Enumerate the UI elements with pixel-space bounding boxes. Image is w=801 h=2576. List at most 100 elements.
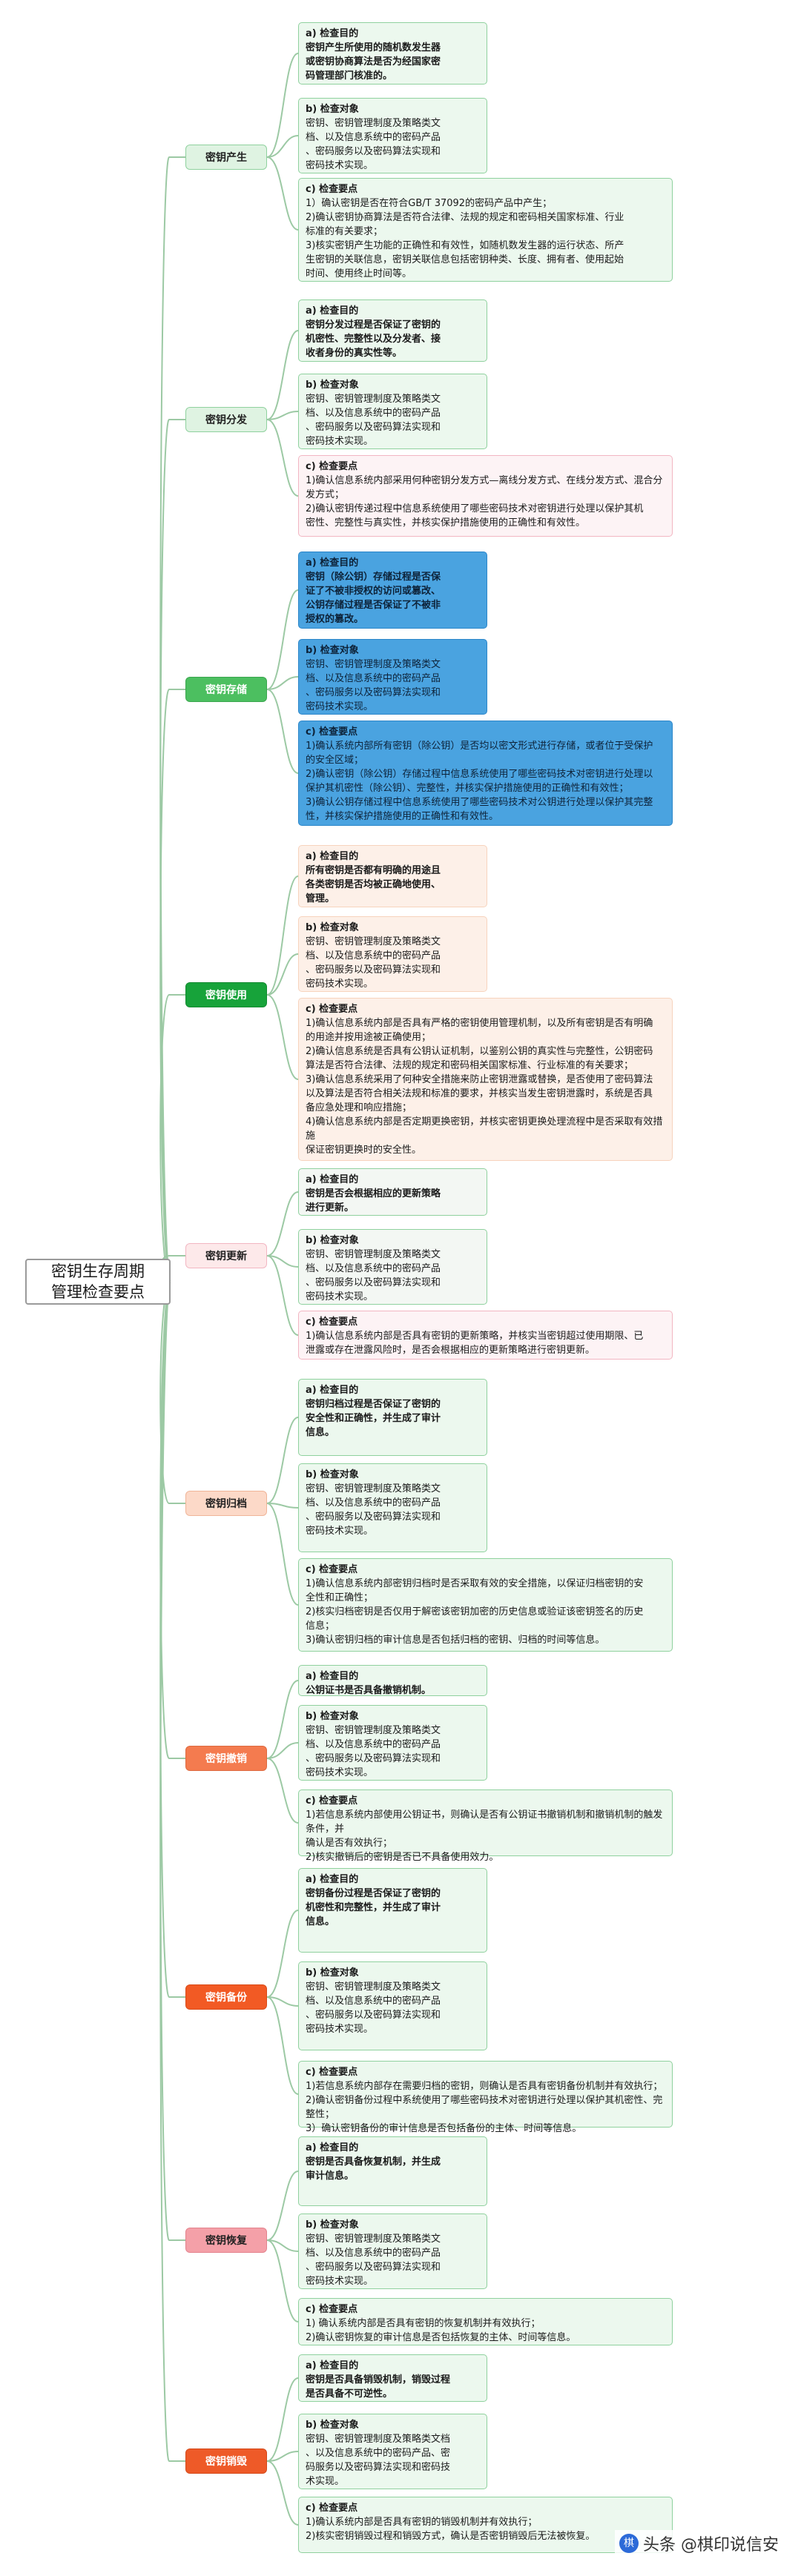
item-body: 密钥、密钥管理制度及策略类文 档、以及信息系统中的密码产品 、密码服务以及密码算… xyxy=(306,936,441,990)
connector-line xyxy=(266,875,299,996)
connector-line xyxy=(159,689,185,1282)
item-title: c) 检查要点 xyxy=(306,1317,358,1328)
update-item-1: b) 检查对象密钥、密钥管理制度及策略类文 档、以及信息系统中的密码产品 、密码… xyxy=(298,1229,487,1305)
connector-line xyxy=(266,1742,299,1759)
connector-line xyxy=(266,1191,299,1256)
connector-line xyxy=(266,2451,299,2462)
item-body: 1) 确认系统内部是否具有密钥的恢复机制并有效执行； 2)确认密钥恢复的审计信息… xyxy=(306,2318,576,2343)
connector-line xyxy=(266,1680,299,1759)
item-body: 密钥分发过程是否保证了密钥的 机密性、完整性以及分发者、接 收者身份的真实性等。 xyxy=(306,319,441,359)
connector-line xyxy=(266,1417,299,1504)
archive-item-2: c) 检查要点 1)确认信息系统内部密钥归档时是否采取有效的安全措施，以保证归档密… xyxy=(298,1558,673,1652)
item-title: c) 检查要点 xyxy=(306,2067,358,2078)
item-body: 1）确认密钥是否在符合GB/T 37092的密码产品中产生； 2)确认密钥协商算… xyxy=(306,198,624,279)
item-body: 密钥是否具备恢复机制，并生成 审计信息。 xyxy=(306,2156,441,2182)
branch-update: 密钥更新 xyxy=(185,1243,267,1268)
item-title: a) 检查目的 xyxy=(306,2142,359,2153)
item-body: 1)确认信息系统内部密钥归档时是否采取有效的安全措施，以保证归档密钥的安 全性和… xyxy=(306,1578,644,1646)
connector-line xyxy=(266,589,299,690)
branch-destroy: 密钥销毁 xyxy=(185,2448,267,2474)
item-body: 1)确认系统内部是否具有密钥的销毁机制并有效执行； 2)核实密钥销毁过程和销毁方… xyxy=(306,2517,596,2542)
item-title: a) 检查目的 xyxy=(306,305,359,317)
item-title: a) 检查目的 xyxy=(306,1874,359,1885)
item-title: b) 检查对象 xyxy=(306,1967,359,1979)
store-item-1: b) 检查对象密钥、密钥管理制度及策略类文 档、以及信息系统中的密码产品 、密码… xyxy=(298,639,487,715)
item-title: a) 检查目的 xyxy=(306,28,359,39)
connector-line xyxy=(266,1758,299,1824)
item-body: 密钥是否具备销毁机制，销毁过程 是否具备不可逆性。 xyxy=(306,2374,451,2400)
root-title: 密钥生存周期 管理检查要点 xyxy=(51,1262,145,1301)
item-title: b) 检查对象 xyxy=(306,645,359,656)
connector-line xyxy=(266,2171,299,2241)
item-title: b) 检查对象 xyxy=(306,380,359,391)
branch-backup: 密钥备份 xyxy=(185,1984,267,2010)
connector-line xyxy=(266,419,299,497)
connector-line xyxy=(266,135,299,158)
restore-item-0: a) 检查目的密钥是否具备恢复机制，并生成 审计信息。 xyxy=(298,2136,487,2206)
item-body: 密钥、密钥管理制度及策略类文 档、以及信息系统中的密码产品 、密码服务以及密码算… xyxy=(306,2234,441,2287)
dist-item-2: c) 检查要点 1)确认信息系统内部采用何种密钥分发方式—离线分发方式、在线分发方… xyxy=(298,455,673,537)
item-body: 密钥是否会根据相应的更新策略 进行更新。 xyxy=(306,1188,441,1213)
store-item-2: c) 检查要点 1)确认系统内部所有密钥（除公钥）是否均以密文形式进行存储，或者位… xyxy=(298,721,673,826)
item-title: c) 检查要点 xyxy=(306,461,358,472)
store-item-0: a) 检查目的密钥（除公钥）存储过程是否保 证了不被非授权的访问或篡改、 公钥存… xyxy=(298,552,487,629)
connector-line xyxy=(266,330,299,420)
item-title: c) 检查要点 xyxy=(306,1795,358,1807)
connector-line xyxy=(159,1281,185,2462)
watermark-logo-icon: 棋 xyxy=(619,2534,639,2553)
archive-item-0: a) 检查目的密钥归档过程是否保证了密钥的 安全性和正确性，并生成了审计 信息。 xyxy=(298,1379,487,1456)
destroy-item-0: a) 检查目的密钥是否具备销毁机制，销毁过程 是否具备不可逆性。 xyxy=(298,2354,487,2402)
branch-archive: 密钥归档 xyxy=(185,1491,267,1516)
connector-line xyxy=(266,1255,299,1336)
backup-item-1: b) 检查对象密钥、密钥管理制度及策略类文 档、以及信息系统中的密码产品 、密码… xyxy=(298,1961,487,2050)
item-body: 密钥、密钥管理制度及策略类文 档、以及信息系统中的密码产品 、密码服务以及密码算… xyxy=(306,1249,441,1302)
item-title: a) 检查目的 xyxy=(306,1174,359,1185)
item-title: a) 检查目的 xyxy=(306,851,359,862)
item-body: 密钥（除公钥）存储过程是否保 证了不被非授权的访问或篡改、 公钥存储过程是否保证… xyxy=(306,572,441,625)
item-body: 1)若信息系统内部存在需要归档的密钥，则确认是否具有密钥备份机制并有效执行； 2… xyxy=(306,2081,663,2134)
connector-line xyxy=(266,994,299,1080)
item-body: 1)确认信息系统内部采用何种密钥分发方式—离线分发方式、在线分发方式、混合分 发… xyxy=(306,475,663,529)
gen-item-1: b) 检查对象密钥、密钥管理制度及策略类文 档、以及信息系统中的密码产品 、密码… xyxy=(298,98,487,173)
item-title: a) 检查目的 xyxy=(306,557,359,569)
connector-line xyxy=(266,2239,299,2322)
connector-line xyxy=(266,411,299,420)
item-body: 所有密钥是否都有明确的用途且 各类密钥是否均被正确地使用、 管理。 xyxy=(306,865,441,904)
item-title: c) 检查要点 xyxy=(306,1564,358,1575)
backup-item-0: a) 检查目的密钥备份过程是否保证了密钥的 机密性和完整性，并生成了审计 信息。 xyxy=(298,1868,487,1953)
item-body: 密钥、密钥管理制度及策略类文 档、以及信息系统中的密码产品 、密码服务以及密码算… xyxy=(306,118,441,171)
item-body: 密钥、密钥管理制度及策略类文 档、以及信息系统中的密码产品 、密码服务以及密码算… xyxy=(306,1483,441,1537)
connector-line xyxy=(266,1996,299,2095)
item-body: 1)确认系统内部所有密钥（除公钥）是否均以密文形式进行存储，或者位于受保护 的安… xyxy=(306,741,653,822)
item-body: 密钥、密钥管理制度及策略类文 档、以及信息系统中的密码产品 、密码服务以及密码算… xyxy=(306,1981,441,2035)
watermark-text: 头条 @棋印说信安 xyxy=(643,2536,779,2555)
destroy-item-1: b) 检查对象密钥、密钥管理制度及策略类文档 、以及信息系统中的密码产品、密 码… xyxy=(298,2414,487,2489)
item-title: b) 检查对象 xyxy=(306,1711,359,1722)
use-item-1: b) 检查对象密钥、密钥管理制度及策略类文 档、以及信息系统中的密码产品 、密码… xyxy=(298,916,487,992)
item-body: 密钥、密钥管理制度及策略类文 档、以及信息系统中的密码产品 、密码服务以及密码算… xyxy=(306,659,441,712)
item-body: 公钥证书是否具备撤销机制。 xyxy=(306,1685,432,1696)
item-title: c) 检查要点 xyxy=(306,726,358,738)
dist-item-0: a) 检查目的密钥分发过程是否保证了密钥的 机密性、完整性以及分发者、接 收者身… xyxy=(298,299,487,362)
item-title: c) 检查要点 xyxy=(306,184,358,195)
connector-line xyxy=(266,1996,299,2007)
item-body: 密钥、密钥管理制度及策略类文 档、以及信息系统中的密码产品 、密码服务以及密码算… xyxy=(306,394,441,447)
connector-line xyxy=(266,156,299,231)
root-node: 密钥生存周期 管理检查要点 xyxy=(25,1259,171,1305)
item-title: c) 检查要点 xyxy=(306,1004,358,1015)
item-title: b) 检查对象 xyxy=(306,2219,359,2231)
item-title: b) 检查对象 xyxy=(306,2420,359,2431)
connector-line xyxy=(266,689,299,774)
branch-dist: 密钥分发 xyxy=(185,407,267,432)
item-title: a) 检查目的 xyxy=(306,1671,359,1682)
connector-line xyxy=(266,1503,299,1606)
item-title: b) 检查对象 xyxy=(306,922,359,933)
connector-line xyxy=(266,2239,299,2252)
restore-item-1: b) 检查对象密钥、密钥管理制度及策略类文 档、以及信息系统中的密码产品 、密码… xyxy=(298,2214,487,2289)
revoke-item-1: b) 检查对象密钥、密钥管理制度及策略类文 档、以及信息系统中的密码产品 、密码… xyxy=(298,1705,487,1781)
connector-line xyxy=(266,2460,299,2526)
